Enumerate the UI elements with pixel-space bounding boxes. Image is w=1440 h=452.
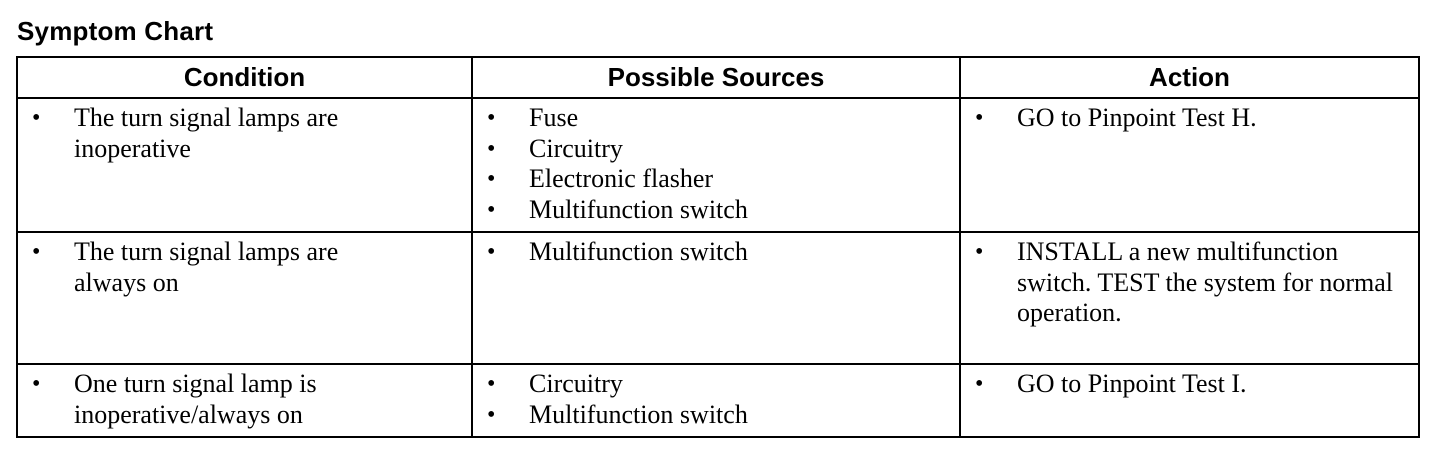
list-item: GO to Pinpoint Test I. [961,369,1404,400]
action-list: GO to Pinpoint Test H. [961,99,1418,134]
list-item: Circuitry [473,369,945,400]
page-title: Symptom Chart [17,16,214,46]
action-cell: INSTALL a new multifunction switch. TEST… [959,231,1420,365]
table-row: One turn signal lamp is inoperative/alwa… [16,363,1420,438]
symptom-table: Condition Possible Sources Action The tu… [16,56,1420,438]
action-text: INSTALL a new multifunction switch. TEST… [1017,237,1393,327]
list-item: The turn signal lamps are always on [18,237,457,298]
source-text: Circuitry [529,369,623,398]
list-item: Multifunction switch [473,195,945,226]
condition-cell: The turn signal lamps are inoperative [16,97,473,233]
source-text: Multifunction switch [529,194,748,224]
list-item: Electronic flasher [473,164,945,195]
source-text: Fuse [529,103,579,132]
sources-list: Circuitry Multifunction switch [473,365,959,430]
condition-text: The turn signal lamps are always on [74,237,339,297]
list-item: Fuse [473,103,945,134]
list-item: The turn signal lamps are inoperative [18,103,457,164]
condition-text: The turn signal lamps are inoperative [74,103,339,163]
action-cell: GO to Pinpoint Test H. [959,97,1420,233]
list-item: GO to Pinpoint Test H. [961,103,1404,134]
action-text: GO to Pinpoint Test H. [1017,103,1257,132]
source-text: Multifunction switch [529,399,748,429]
condition-text: One turn signal lamp is inoperative/alwa… [74,369,317,429]
possible-sources-cell: Circuitry Multifunction switch [471,363,961,438]
condition-list: The turn signal lamps are inoperative [18,99,471,164]
sources-list: Fuse Circuitry Electronic flasher Multif… [473,99,959,225]
list-item: INSTALL a new multifunction switch. TEST… [961,237,1404,329]
possible-sources-cell: Fuse Circuitry Electronic flasher Multif… [471,97,961,233]
condition-cell: One turn signal lamp is inoperative/alwa… [16,363,473,438]
list-item: Multifunction switch [473,400,945,431]
source-text: Multifunction switch [529,237,748,266]
source-text: Circuitry [529,133,623,163]
sources-list: Multifunction switch [473,233,959,268]
condition-list: One turn signal lamp is inoperative/alwa… [18,365,471,430]
column-header-condition: Condition [16,56,473,99]
list-item: One turn signal lamp is inoperative/alwa… [18,369,457,430]
action-cell: GO to Pinpoint Test I. [959,363,1420,438]
action-list: GO to Pinpoint Test I. [961,365,1418,400]
table-row: The turn signal lamps are inoperative Fu… [16,97,1420,233]
action-text: GO to Pinpoint Test I. [1017,369,1247,398]
table-row: The turn signal lamps are always on Mult… [16,231,1420,365]
source-text: Electronic flasher [529,164,714,193]
possible-sources-cell: Multifunction switch [471,231,961,365]
condition-list: The turn signal lamps are always on [18,233,471,298]
column-header-possible-sources: Possible Sources [471,56,961,99]
condition-cell: The turn signal lamps are always on [16,231,473,365]
list-item: Circuitry [473,134,945,165]
action-list: INSTALL a new multifunction switch. TEST… [961,233,1418,329]
list-item: Multifunction switch [473,237,945,268]
table-header-row: Condition Possible Sources Action [16,56,1420,99]
column-header-action: Action [959,56,1420,99]
